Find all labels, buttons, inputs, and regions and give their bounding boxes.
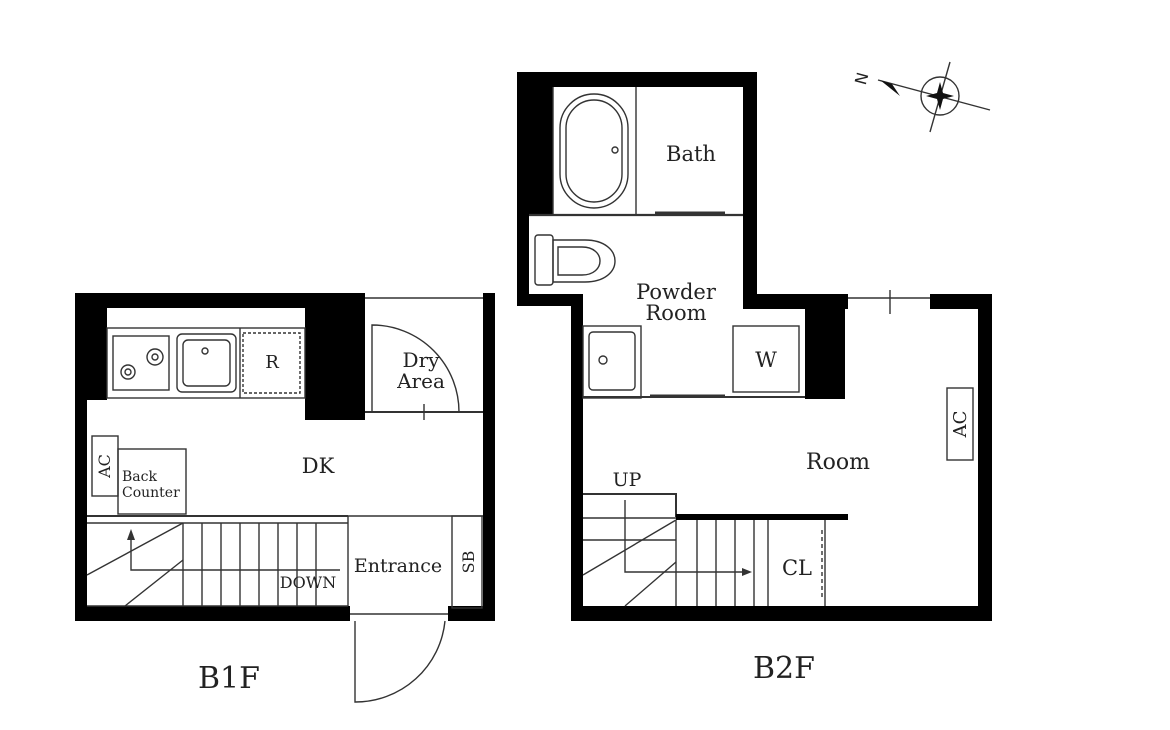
- b2f-floor-label: B2F: [753, 651, 815, 686]
- stairs-down-label: DOWN: [280, 573, 336, 592]
- north-label: N: [851, 70, 872, 86]
- b2f-ac-label: AC: [950, 411, 971, 439]
- compass: [877, 61, 991, 133]
- stairs-up-label: UP: [613, 469, 642, 491]
- dry-area-label-2: Area: [396, 369, 445, 393]
- washer-label: W: [755, 348, 777, 372]
- shoe-box-label: SB: [459, 551, 478, 574]
- dry-area-label-1: Dry: [403, 348, 441, 372]
- powder-room-label-1: Powder: [636, 280, 717, 304]
- floor-b2f: [517, 72, 992, 621]
- powder-room-label-2: Room: [645, 301, 706, 325]
- floor-b1f: [75, 293, 495, 703]
- b1f-floor-label: B1F: [198, 661, 260, 696]
- back-counter-label-2: Counter: [122, 485, 180, 501]
- back-counter-label-1: Back: [122, 469, 157, 485]
- bath-label: Bath: [666, 142, 716, 166]
- b1f-ac-label: AC: [95, 454, 114, 479]
- fridge-label: R: [265, 352, 279, 373]
- dk-label: DK: [302, 454, 335, 478]
- closet-label: CL: [782, 556, 812, 580]
- room-label: Room: [806, 450, 870, 475]
- entrance-label: Entrance: [354, 555, 442, 577]
